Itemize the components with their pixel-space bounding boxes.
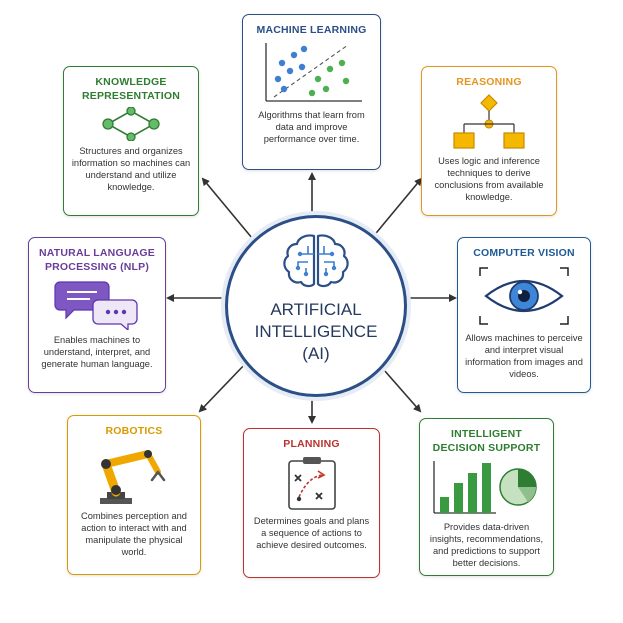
card-description: Uses logic and inference techniques to d… (434, 156, 544, 202)
chat-bubbles-icon (54, 278, 140, 330)
bar-pie-chart-icon (432, 459, 542, 517)
card-machine-learning: MACHINE LEARNING Algorithms that learn f… (242, 14, 381, 170)
arrow-decision-support (376, 361, 422, 413)
card-decision-support: INTELLIGENT DECISION SUPPORT Provides da… (419, 418, 554, 576)
card-description: Algorithms that learn from data and impr… (258, 110, 365, 144)
card-planning: PLANNING Determines goals and plans a se… (243, 428, 380, 578)
eye-icon (476, 264, 572, 328)
card-description: Structures and organizes information so … (71, 146, 191, 192)
node-graph-icon (96, 107, 166, 141)
arrow-reasoning (371, 177, 423, 239)
scatter-plot-icon (260, 41, 364, 105)
card-title: MACHINE LEARNING (256, 24, 367, 36)
card-reasoning: REASONING Uses logic and inference techn… (421, 66, 557, 216)
robot-arm-icon (86, 442, 182, 506)
card-description: Allows machines to perceive and interpre… (465, 333, 583, 379)
card-title: REASONING (456, 76, 522, 88)
clipboard-plan-icon (282, 455, 342, 511)
card-description: Determines goals and plans a sequence of… (253, 516, 370, 550)
card-description: Enables machines to understand, interpre… (41, 335, 153, 369)
flowchart-icon (446, 93, 532, 151)
card-robotics: ROBOTICS Combines perception and action … (67, 415, 201, 575)
arrow-robotics (198, 361, 248, 413)
card-title: COMPUTER VISION (473, 247, 575, 259)
card-knowledge-representation: KNOWLEDGE REPRESENTATION Structures and … (63, 66, 199, 216)
card-title: NATURAL LANGUAGE PROCESSING (NLP) (39, 247, 155, 273)
card-computer-vision: COMPUTER VISION Allows machines to perce… (457, 237, 591, 393)
card-title: KNOWLEDGE REPRESENTATION (81, 76, 181, 102)
center-title: ARTIFICIAL INTELLIGENCE (AI) (254, 300, 378, 363)
card-title: PLANNING (283, 438, 340, 450)
card-title: INTELLIGENT DECISION SUPPORT (432, 428, 541, 454)
center-hub: ARTIFICIAL INTELLIGENCE (AI) (225, 215, 407, 397)
card-description: Combines perception and action to intera… (81, 511, 187, 557)
card-title: ROBOTICS (105, 425, 163, 437)
brain-circuit-icon (280, 232, 352, 293)
card-description: Provides data-driven insights, recommend… (429, 522, 544, 568)
card-nlp: NATURAL LANGUAGE PROCESSING (NLP) Enable… (28, 237, 166, 393)
arrow-knowledge-representation (201, 177, 253, 239)
